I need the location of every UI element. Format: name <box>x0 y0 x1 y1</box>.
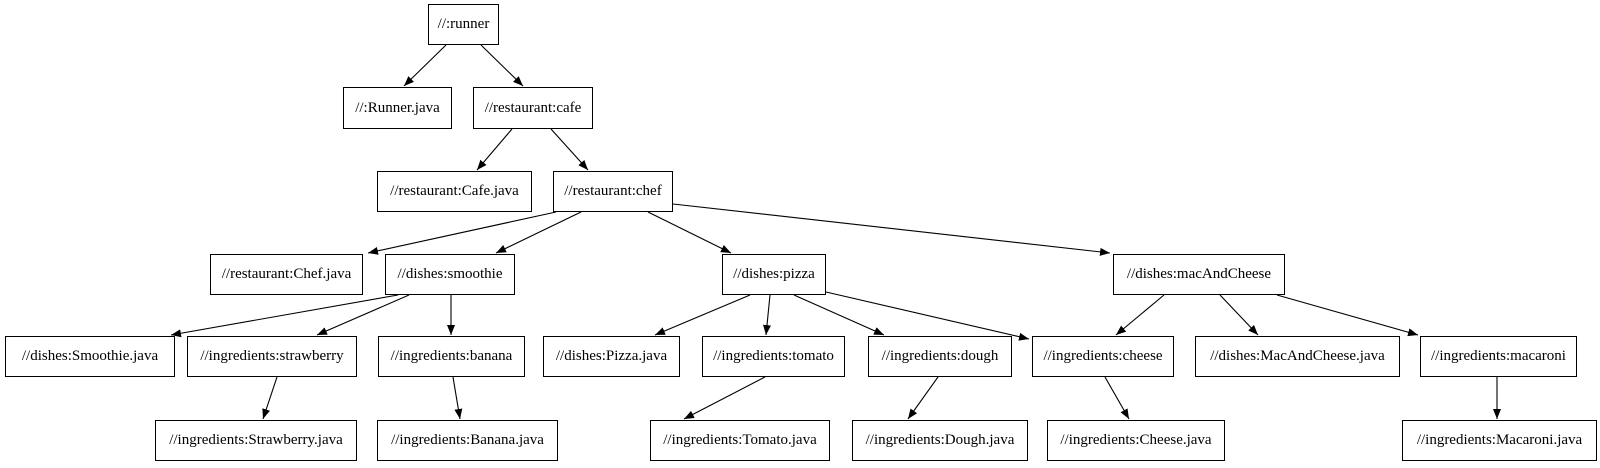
graph-edge-chef-to-pizza <box>647 211 732 254</box>
graph-edge-chef-to-chef_java <box>367 211 557 255</box>
graph-node-tomato_java: //ingredients:Tomato.java <box>650 420 830 461</box>
graph-edge-cafe-to-cafe_java <box>476 128 513 171</box>
graph-node-macaroni: //ingredients:macaroni <box>1420 336 1577 377</box>
graph-node-pizza_java: //dishes:Pizza.java <box>543 336 680 377</box>
graph-edge-dough-to-dough_java <box>907 376 939 420</box>
graph-node-cheese: //ingredients:cheese <box>1032 336 1174 377</box>
graph-node-strawberry_java: //ingredients:Strawberry.java <box>155 420 357 461</box>
graph-node-runner_java: //:Runner.java <box>343 87 452 129</box>
graph-node-chef: //restaurant:chef <box>553 171 673 212</box>
graph-edge-smoothie-to-smoothie_java <box>170 294 399 338</box>
graph-edge-pizza-to-cheese <box>825 291 1030 341</box>
graph-edge-chef-to-smoothie <box>495 211 582 254</box>
graph-edge-strawberry-to-strawberry_java <box>262 376 278 420</box>
graph-node-tomato: //ingredients:tomato <box>702 336 845 377</box>
graph-edge-smoothie-to-strawberry <box>316 294 410 336</box>
graph-node-cafe_java: //restaurant:Cafe.java <box>377 171 532 212</box>
graph-edge-pizza-to-dough <box>793 294 885 336</box>
graph-node-dough: //ingredients:dough <box>868 336 1012 377</box>
graph-edge-banana-to-banana_java <box>452 376 463 420</box>
graph-node-strawberry: //ingredients:strawberry <box>187 336 357 377</box>
graph-edge-runner-to-runner_java <box>403 44 447 87</box>
graph-node-mac_and_cheese_java: //dishes:MacAndCheese.java <box>1195 336 1400 377</box>
graph-node-mac_and_cheese: //dishes:macAndCheese <box>1113 254 1285 295</box>
graph-node-cheese_java: //ingredients:Cheese.java <box>1047 420 1225 461</box>
graph-edge-mac_and_cheese-to-macaroni <box>1276 294 1419 337</box>
graph-node-runner: //:runner <box>428 4 499 45</box>
graph-node-macaroni_java: //ingredients:Macaroni.java <box>1402 420 1597 461</box>
graph-edge-mac_and_cheese-to-cheese <box>1115 294 1165 336</box>
graph-node-cafe: //restaurant:cafe <box>473 87 593 129</box>
graph-edge-cheese-to-cheese_java <box>1104 376 1130 420</box>
graph-node-pizza: //dishes:pizza <box>722 254 826 295</box>
graph-edge-mac_and_cheese-to-mac_and_cheese_java <box>1219 294 1259 336</box>
graph-edge-runner-to-cafe <box>480 44 524 87</box>
graph-edge-tomato-to-tomato_java <box>683 376 766 420</box>
graph-node-smoothie_java: //dishes:Smoothie.java <box>5 336 175 377</box>
graph-node-smoothie: //dishes:smoothie <box>385 254 515 295</box>
graph-node-banana: //ingredients:banana <box>378 336 525 377</box>
graph-node-chef_java: //restaurant:Chef.java <box>210 254 363 295</box>
graph-node-banana_java: //ingredients:Banana.java <box>377 420 558 461</box>
graph-edge-pizza-to-tomato <box>763 294 771 336</box>
graph-edge-cafe-to-chef <box>550 128 589 171</box>
graph-edge-chef-to-mac_and_cheese <box>672 203 1111 256</box>
graph-node-dough_java: //ingredients:Dough.java <box>852 420 1028 461</box>
graph-edge-pizza-to-pizza_java <box>654 294 751 336</box>
